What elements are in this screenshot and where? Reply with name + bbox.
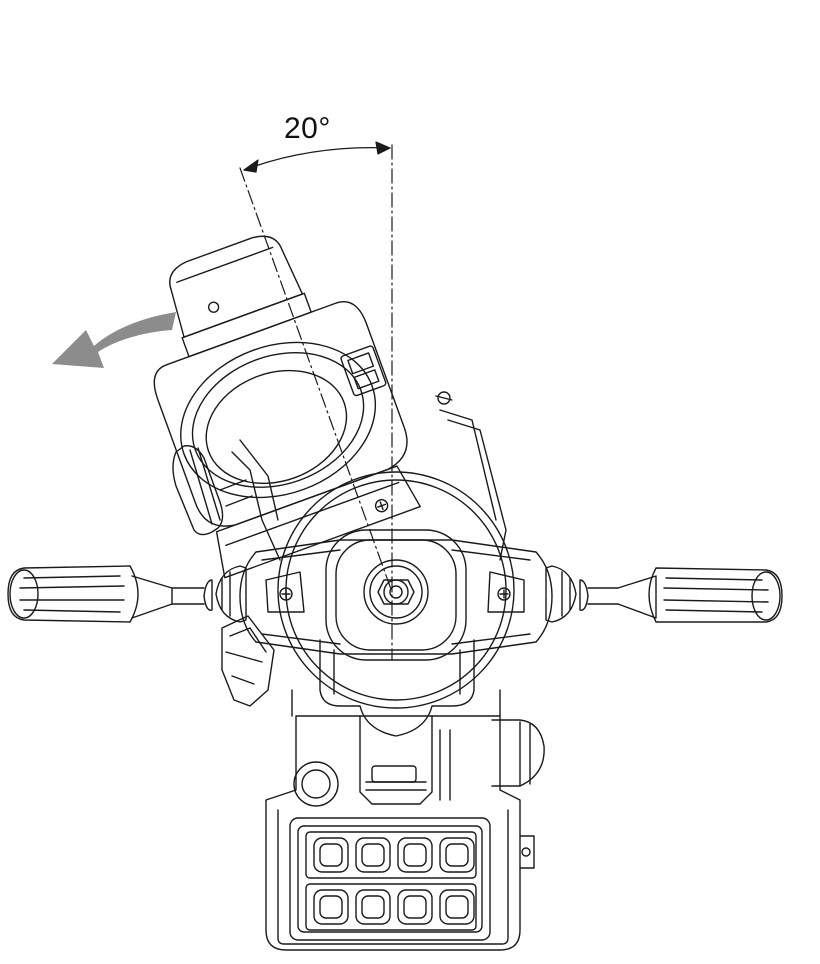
angle-arc: [243, 147, 391, 171]
grid-button: [439, 837, 475, 873]
cross-bar: [239, 529, 553, 661]
grid-button: [355, 837, 391, 873]
grid-button: [439, 889, 475, 925]
grid-button: [355, 889, 391, 925]
grid-button: [397, 889, 433, 925]
grid-button: [313, 889, 349, 925]
grid-button: [313, 837, 349, 873]
rotation-arrow: [52, 312, 176, 368]
base-housing: [265, 715, 521, 951]
tilted-axis-line: [239, 167, 393, 593]
tilted-head: [153, 235, 421, 579]
angle-arrowhead-right: [375, 141, 391, 155]
angle-dimension: [239, 141, 393, 661]
lower-details: [291, 689, 545, 869]
button-grid: [313, 837, 475, 925]
angle-arrowhead-left: [243, 159, 259, 173]
left-bracket: [221, 615, 275, 707]
neck-clip: [319, 639, 475, 737]
angle-label: 20°: [284, 112, 331, 145]
left-handle: [7, 565, 247, 623]
right-handle: [545, 565, 783, 623]
grid-button: [397, 837, 433, 873]
